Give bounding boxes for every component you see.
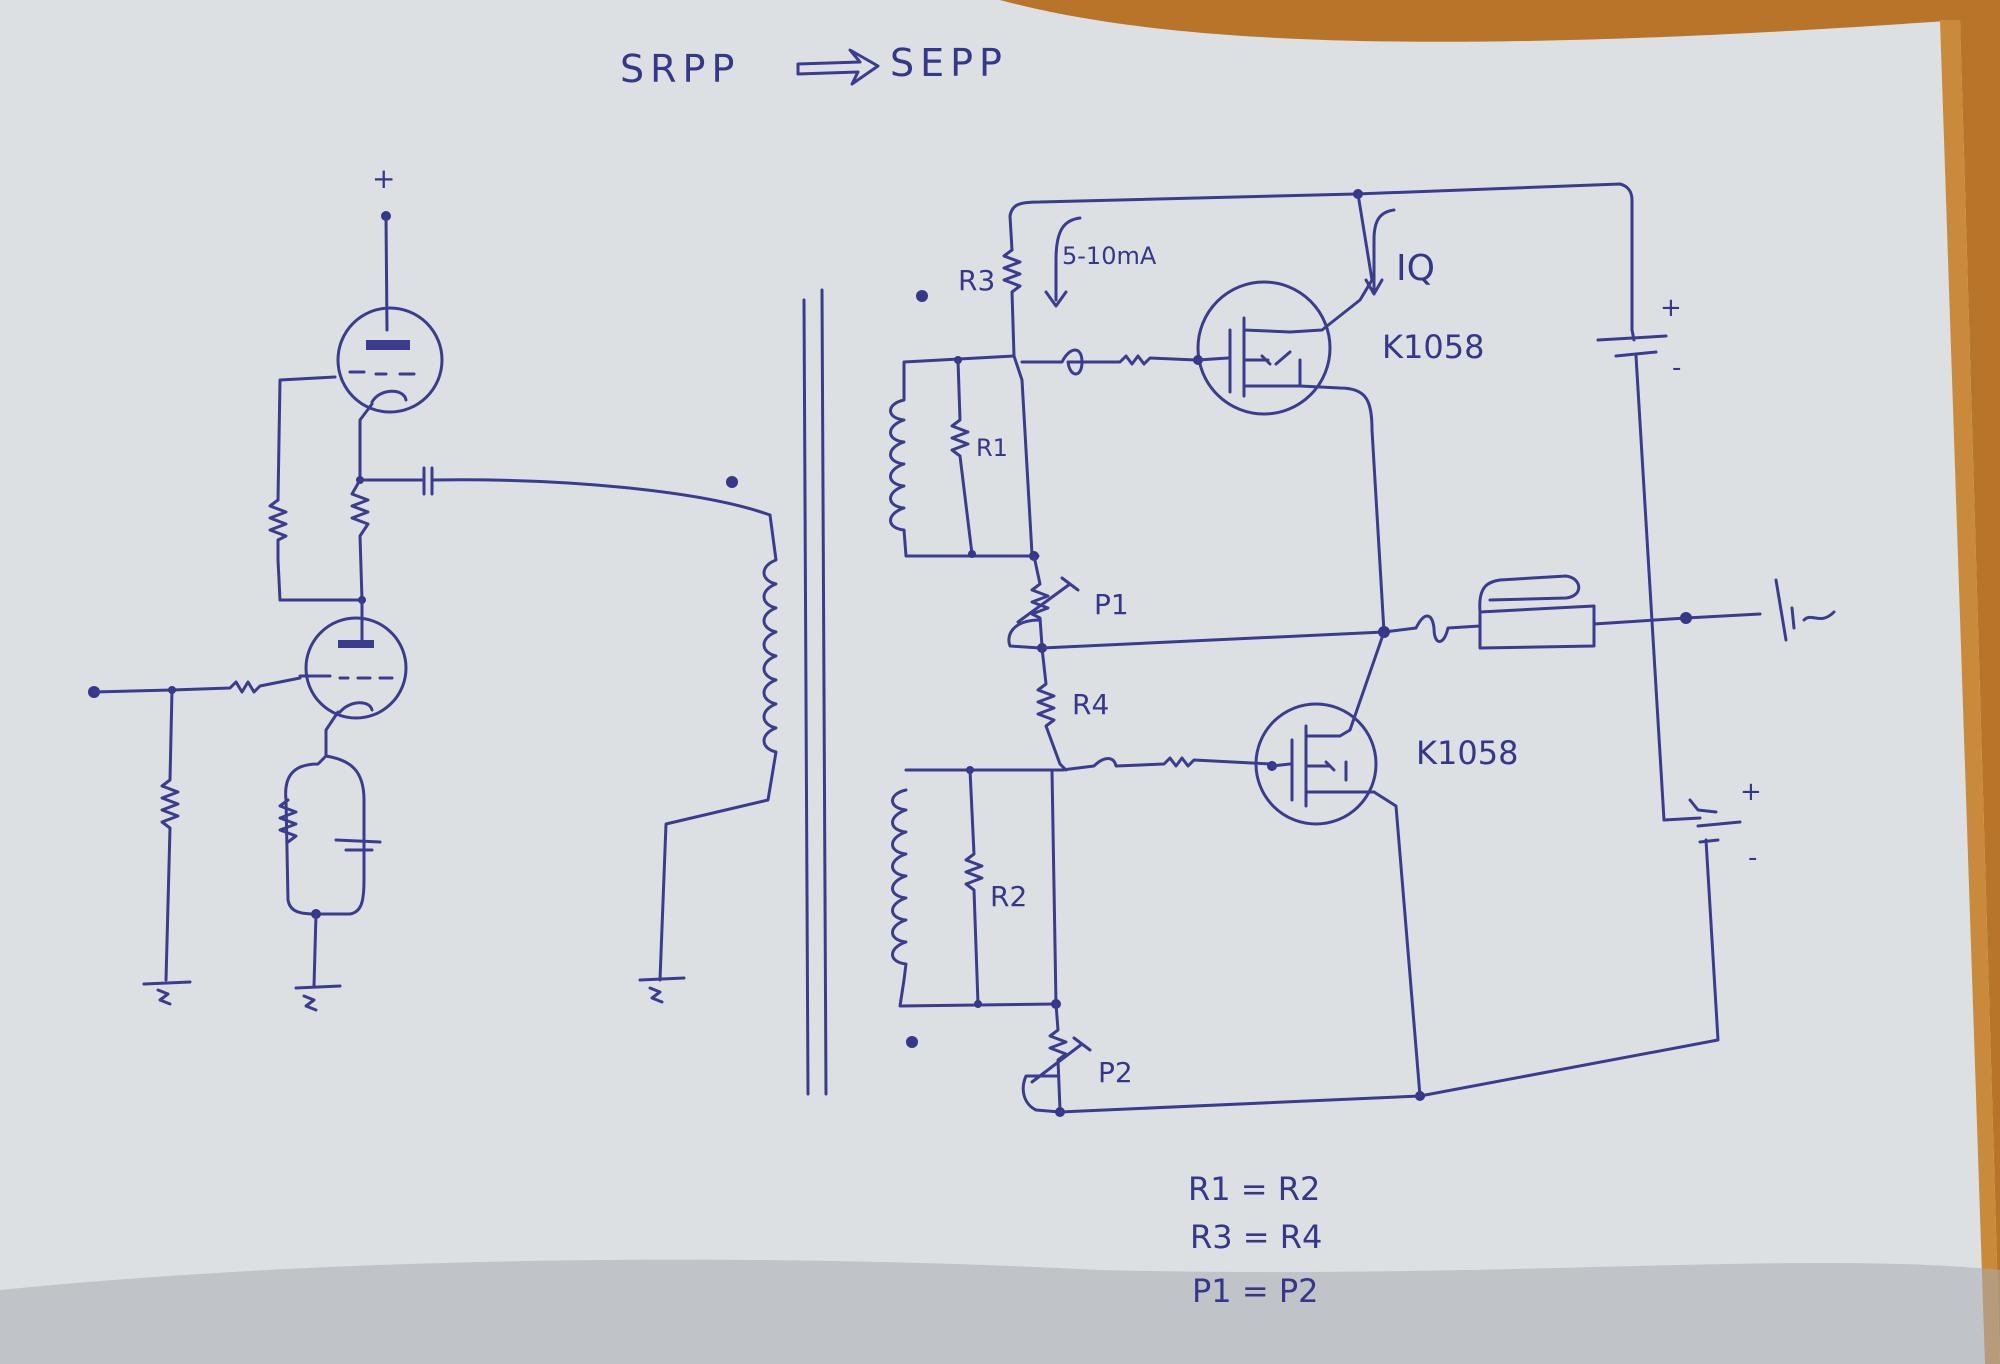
r3-resistor-icon bbox=[1002, 248, 1022, 358]
output-wire bbox=[1040, 614, 1482, 650]
upper-gate-wire bbox=[1020, 348, 1198, 376]
drain-wire-upper bbox=[1288, 192, 1374, 334]
upper-battery-icon bbox=[1596, 328, 1668, 822]
lower-mosfet-body bbox=[1270, 630, 1386, 808]
lower-secondary-winding-icon bbox=[891, 788, 1058, 1008]
r3-label: R3 bbox=[958, 264, 995, 297]
upper-mosfet-icon bbox=[1196, 280, 1332, 416]
lower-battery-plate bbox=[1662, 798, 1742, 828]
p2-label: P2 bbox=[1098, 1056, 1133, 1089]
iq-label: IQ bbox=[1396, 248, 1435, 289]
lower-battery-minus: - bbox=[1748, 843, 1757, 873]
phase-dot bbox=[906, 1036, 918, 1048]
input-resistor-icon bbox=[160, 688, 180, 982]
lower-battery-plus: + bbox=[1740, 777, 1762, 807]
lower-gate-wire bbox=[1060, 756, 1274, 772]
lower-cathode bbox=[324, 701, 374, 758]
upper-secondary-winding-icon bbox=[889, 354, 1040, 558]
upper-plate bbox=[366, 340, 410, 350]
r4-resistor-icon bbox=[1036, 646, 1068, 772]
equation-3: P1 = P2 bbox=[1192, 1272, 1318, 1310]
r2-resistor-icon bbox=[964, 768, 984, 1006]
r4-label: R4 bbox=[1072, 688, 1109, 721]
mid-resistor-icon bbox=[350, 478, 370, 602]
supply-plus-label: + bbox=[372, 162, 395, 195]
lower-source-wire bbox=[1372, 790, 1422, 1098]
equation-1: R1 = R2 bbox=[1188, 1170, 1320, 1208]
ground-icon bbox=[142, 980, 192, 1006]
srpp-stage: + bbox=[88, 162, 778, 1012]
equations: R1 = R2 R3 = R4 P1 = P2 bbox=[1188, 1170, 1322, 1310]
title-right: SEPP bbox=[890, 41, 1008, 85]
r1-resistor-icon bbox=[950, 358, 974, 556]
junction-dot bbox=[974, 1000, 982, 1008]
upper-bias-wire bbox=[1012, 354, 1034, 556]
transformer-core bbox=[802, 288, 828, 1096]
ground-icon bbox=[638, 976, 686, 1004]
cathode-capacitor-icon bbox=[334, 838, 382, 852]
bias-current-arrow-icon bbox=[1044, 216, 1082, 308]
title-left: SRPP bbox=[620, 47, 740, 91]
upper-grid bbox=[348, 370, 416, 376]
upper-battery-minus: - bbox=[1672, 353, 1681, 383]
lower-grid bbox=[298, 674, 394, 680]
cathode-resistor-icon bbox=[278, 798, 298, 844]
grid-resistor-icon bbox=[268, 498, 364, 602]
junction-dot bbox=[968, 550, 976, 558]
transformer-primary-icon bbox=[658, 513, 778, 982]
upper-source-wire bbox=[1298, 384, 1386, 634]
lower-plate bbox=[338, 640, 374, 648]
phase-dot bbox=[916, 290, 928, 302]
lower-mosfet-icon bbox=[1254, 702, 1378, 826]
table-edge bbox=[1940, 20, 2000, 1364]
lower-mosfet-label: K1058 bbox=[1416, 734, 1518, 772]
ground-icon bbox=[1774, 578, 1836, 642]
upper-battery-plus: + bbox=[1660, 293, 1682, 323]
p2-potentiometer-icon bbox=[1021, 1002, 1092, 1114]
title-arrow-icon bbox=[796, 48, 880, 86]
coupling-capacitor-icon bbox=[358, 466, 772, 517]
upper-mosfet-label: K1058 bbox=[1382, 328, 1484, 366]
iq-arrow-icon bbox=[1364, 208, 1396, 296]
phase-dot bbox=[726, 476, 738, 488]
bias-current-label: 5-10mA bbox=[1062, 242, 1157, 270]
p1-potentiometer-icon bbox=[1007, 554, 1080, 650]
speaker-icon bbox=[1478, 574, 1596, 650]
lower-triode-icon bbox=[304, 616, 408, 720]
supply-wire bbox=[384, 214, 389, 332]
hand-shadow bbox=[0, 1259, 2000, 1364]
lower-battery-icon bbox=[1418, 838, 1720, 1098]
lower-bias-wire bbox=[904, 768, 1064, 1006]
bottom-rail-wire bbox=[1058, 1094, 1422, 1114]
r2-label: R2 bbox=[990, 880, 1027, 913]
upper-grid-wire bbox=[276, 375, 337, 502]
upper-triode-icon bbox=[336, 306, 444, 414]
r1-label: R1 bbox=[976, 434, 1008, 462]
input-wire-grid-stopper bbox=[92, 676, 302, 694]
equation-2: R3 = R4 bbox=[1190, 1218, 1322, 1256]
sepp-stage: R3 5-10mA IQ R1 P1 K1058 bbox=[889, 182, 1836, 1117]
junction-dot bbox=[1680, 612, 1692, 624]
p1-label: P1 bbox=[1094, 588, 1129, 621]
ground-icon bbox=[294, 912, 342, 1012]
upper-cathode bbox=[358, 389, 408, 482]
